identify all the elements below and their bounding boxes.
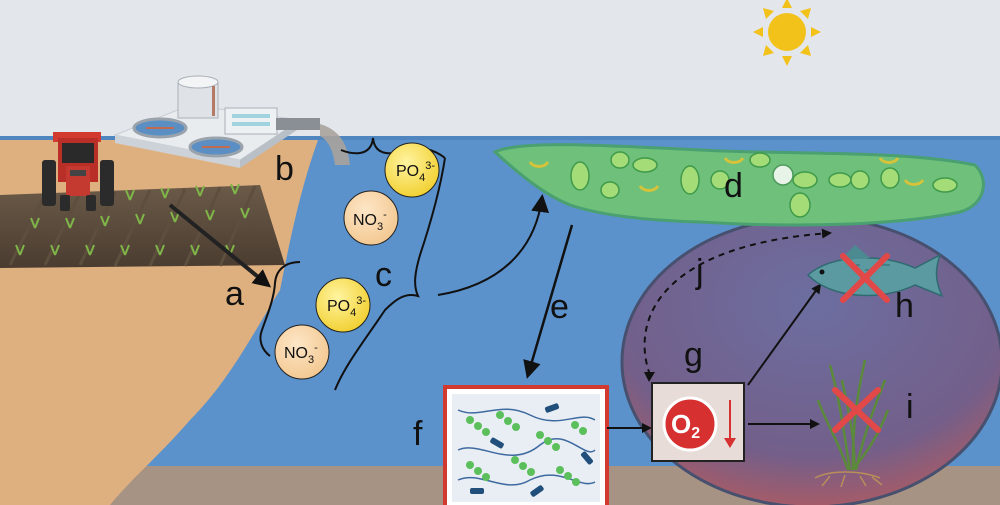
svg-text:PO43-: PO43-: [396, 160, 435, 184]
label-a: a: [225, 275, 244, 313]
nitrate-subscript: 3: [308, 354, 314, 366]
cross-icon: [832, 387, 881, 433]
nitrate-ion-upper: NO3-: [343, 190, 399, 246]
oxygen-depletion-panel: O2: [651, 382, 745, 462]
water-surface-line: [0, 136, 1000, 140]
phosphate-label: PO: [327, 298, 350, 315]
tractor-icon: [42, 132, 114, 211]
oxygen-symbol: O: [671, 409, 691, 439]
nitrate-subscript: 3: [377, 221, 383, 233]
nitrate-ion-lower: NO3-: [274, 324, 330, 380]
wastewater-treatment-plant-icon: [113, 75, 350, 168]
nutrient-to-bloom-arrow: [437, 194, 550, 296]
phosphate-subscript: 4: [350, 307, 356, 319]
nitrate-label: NO: [284, 345, 308, 362]
svg-text:NO3-: NO3-: [284, 342, 318, 366]
oxygen-to-fish-arrow: [747, 283, 822, 386]
runoff-arrow: [168, 203, 272, 288]
svg-text:O2: O2: [671, 409, 700, 442]
nitrate-superscript: -: [383, 209, 387, 221]
label-g: g: [684, 336, 703, 374]
label-j: j: [695, 253, 704, 291]
svg-text:PO43-: PO43-: [327, 295, 366, 319]
seagrass-roots-icon: [814, 471, 883, 488]
oxygen-badge: [662, 396, 718, 452]
label-h: h: [895, 287, 914, 325]
oxygen-subscript: 2: [691, 425, 700, 442]
phosphate-ion-lower: PO43-: [315, 277, 371, 333]
label-f: f: [413, 415, 423, 453]
nutrient-brace-right: [334, 157, 446, 391]
feedback-dashed-arrow-tail-head: [644, 372, 655, 382]
phosphate-superscript: 3-: [356, 295, 366, 307]
label-d: d: [724, 167, 743, 205]
label-i: i: [906, 388, 914, 426]
seagrass-icon: [816, 359, 890, 471]
nitrate-superscript: -: [314, 342, 318, 354]
phosphate-label: PO: [396, 163, 419, 180]
phytoplankton-cluster: [528, 151, 958, 218]
sun-icon: [753, 0, 821, 66]
label-c: c: [375, 256, 392, 294]
phosphate-superscript: 3-: [425, 160, 435, 172]
label-e: e: [550, 288, 569, 326]
phosphate-ion-upper: PO43-: [384, 142, 440, 198]
phosphate-subscript: 4: [419, 172, 425, 184]
crop-sprouts: [15, 183, 250, 256]
decomposition-panel: [443, 385, 609, 505]
cross-icon: [840, 253, 890, 303]
svg-text:NO3-: NO3-: [353, 209, 387, 233]
feedback-dashed-arrow: [643, 228, 832, 376]
decomposition-arrow: [523, 224, 574, 379]
nutrient-brace-left: [259, 261, 301, 357]
nitrate-label: NO: [353, 212, 377, 229]
label-b: b: [275, 150, 294, 188]
farm-field: [0, 183, 285, 268]
decrease-arrow-icon: [724, 400, 736, 448]
